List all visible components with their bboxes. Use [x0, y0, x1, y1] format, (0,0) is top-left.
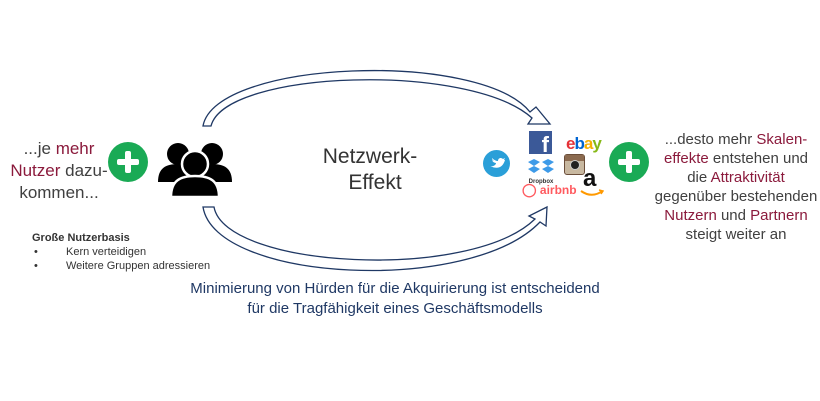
user-base-bullet: Weitere Gruppen adressieren	[32, 259, 210, 273]
airbnb-logo: ◯ airbnb	[522, 182, 577, 198]
platform-logos: f ebay Dropbox ◯ airbnb a	[480, 125, 610, 200]
bottom-statement: Minimierung von Hürden für die Akquirier…	[190, 280, 600, 317]
instagram-icon	[564, 154, 585, 175]
plus-icon-right	[609, 142, 649, 182]
left-statement: ...je mehr Nutzer dazu- kommen...	[10, 139, 108, 202]
twitter-icon	[483, 150, 510, 177]
network-effect-title: Netzwerk- Effekt	[322, 145, 418, 194]
top-curved-arrow	[202, 70, 552, 127]
dropbox-icon: Dropbox	[528, 158, 554, 185]
right-statement: ...desto mehr Skalen- effekte entstehen …	[654, 131, 818, 243]
bottom-curved-arrow	[202, 205, 548, 272]
amazon-logo: a	[580, 166, 604, 197]
user-base-section: Große Nutzerbasis Kern verteidigen Weite…	[32, 231, 210, 273]
plus-icon-left	[108, 142, 148, 182]
user-base-bullet: Kern verteidigen	[32, 245, 210, 259]
ebay-logo: ebay	[566, 134, 602, 153]
users-group-icon	[158, 143, 232, 198]
user-base-title: Große Nutzerbasis	[32, 232, 130, 244]
facebook-icon: f	[529, 131, 552, 156]
